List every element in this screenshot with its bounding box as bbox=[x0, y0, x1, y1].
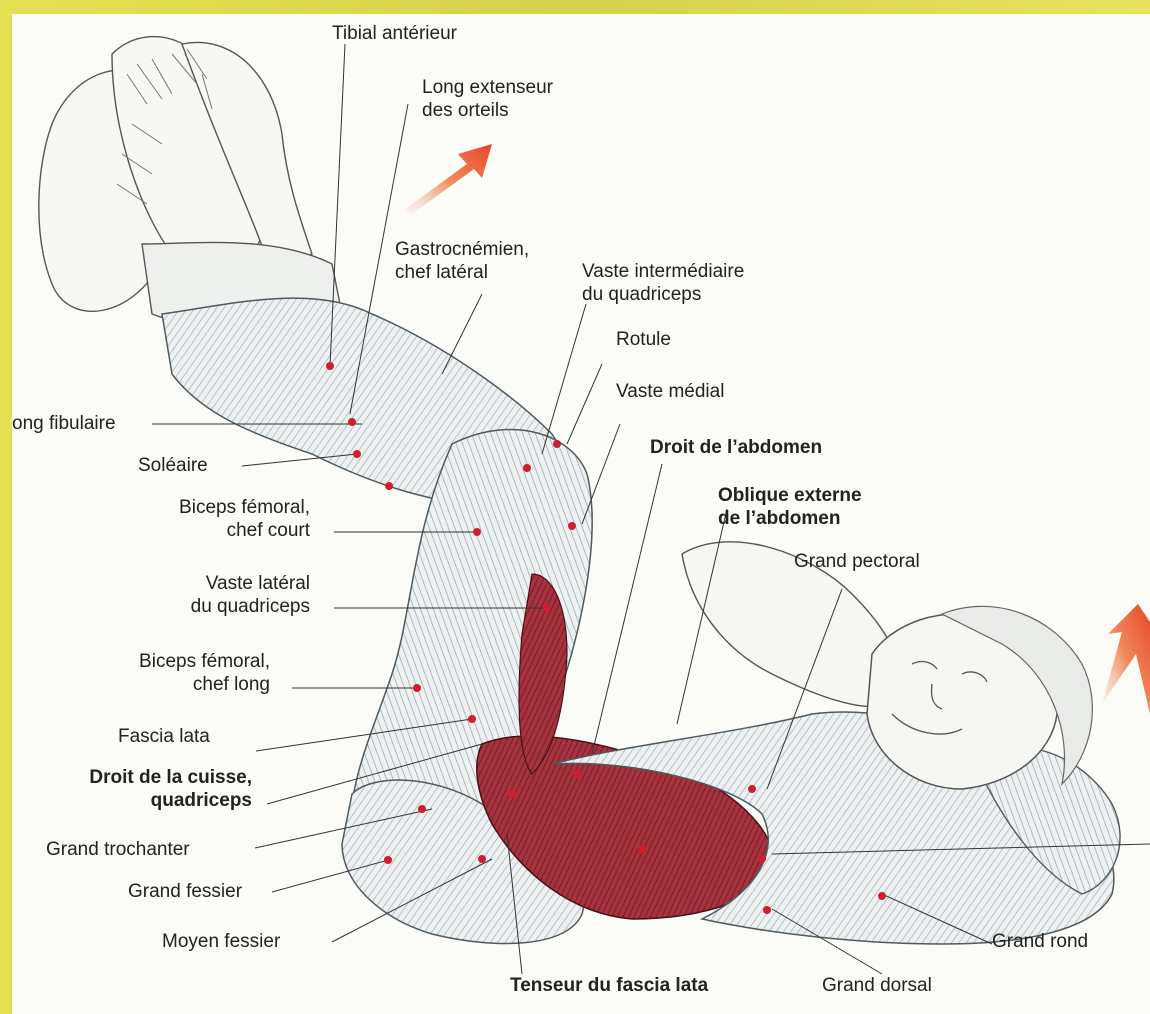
label-line: Biceps fémoral, bbox=[102, 650, 270, 673]
label-grand-dorsal: Grand dorsal bbox=[822, 974, 932, 997]
label-line: Gastrocnémien, bbox=[395, 238, 529, 261]
label-line: des orteils bbox=[422, 99, 553, 122]
label-biceps-court: Biceps fémoral, chef court bbox=[142, 496, 310, 542]
movement-arrow-legs bbox=[404, 144, 492, 214]
label-line: quadriceps bbox=[32, 789, 252, 812]
label-soleaire: Soléaire bbox=[138, 454, 208, 477]
label-line: Biceps fémoral, bbox=[142, 496, 310, 519]
label-fascia-lata: Fascia lata bbox=[118, 725, 210, 748]
shoes-drawing bbox=[39, 37, 342, 326]
label-droit-abdomen: Droit de l’abdomen bbox=[650, 436, 822, 459]
label-gastrocnemien: Gastrocnémien, chef latéral bbox=[395, 238, 529, 284]
label-grand-rond: Grand rond bbox=[992, 930, 1088, 953]
label-grand-trochanter: Grand trochanter bbox=[46, 838, 190, 861]
label-tibial-anterieur: Tibial antérieur bbox=[332, 22, 457, 45]
label-grand-fessier: Grand fessier bbox=[128, 880, 242, 903]
label-tenseur-fascia-lata: Tenseur du fascia lata bbox=[510, 974, 708, 997]
label-oblique-externe: Oblique externe de l’abdomen bbox=[718, 484, 862, 530]
label-line: Long extenseur bbox=[422, 76, 553, 99]
label-long-extenseur: Long extenseur des orteils bbox=[422, 76, 553, 122]
label-line: de l’abdomen bbox=[718, 507, 862, 530]
label-long-fibulaire: ong fibulaire bbox=[12, 412, 116, 435]
movement-arrow-torso bbox=[1102, 604, 1150, 714]
label-line: Droit de la cuisse, bbox=[32, 766, 252, 789]
illustration-panel: Tibial antérieur Long extenseur des orte… bbox=[12, 14, 1150, 1014]
label-line: du quadriceps bbox=[142, 595, 310, 618]
label-line: Vaste latéral bbox=[142, 572, 310, 595]
label-vaste-intermediaire: Vaste intermédiaire du quadriceps bbox=[582, 260, 744, 306]
label-line: chef long bbox=[102, 673, 270, 696]
label-biceps-long: Biceps fémoral, chef long bbox=[102, 650, 270, 696]
label-rotule: Rotule bbox=[616, 328, 671, 351]
label-vaste-medial: Vaste médial bbox=[616, 380, 724, 403]
label-grand-pectoral: Grand pectoral bbox=[794, 550, 920, 573]
label-droit-cuisse: Droit de la cuisse, quadriceps bbox=[32, 766, 252, 812]
label-vaste-lateral: Vaste latéral du quadriceps bbox=[142, 572, 310, 618]
label-line: du quadriceps bbox=[582, 283, 744, 306]
label-moyen-fessier: Moyen fessier bbox=[162, 930, 280, 953]
label-line: Oblique externe bbox=[718, 484, 862, 507]
label-line: chef latéral bbox=[395, 261, 529, 284]
label-line: Vaste intermédiaire bbox=[582, 260, 744, 283]
label-line: chef court bbox=[142, 519, 310, 542]
